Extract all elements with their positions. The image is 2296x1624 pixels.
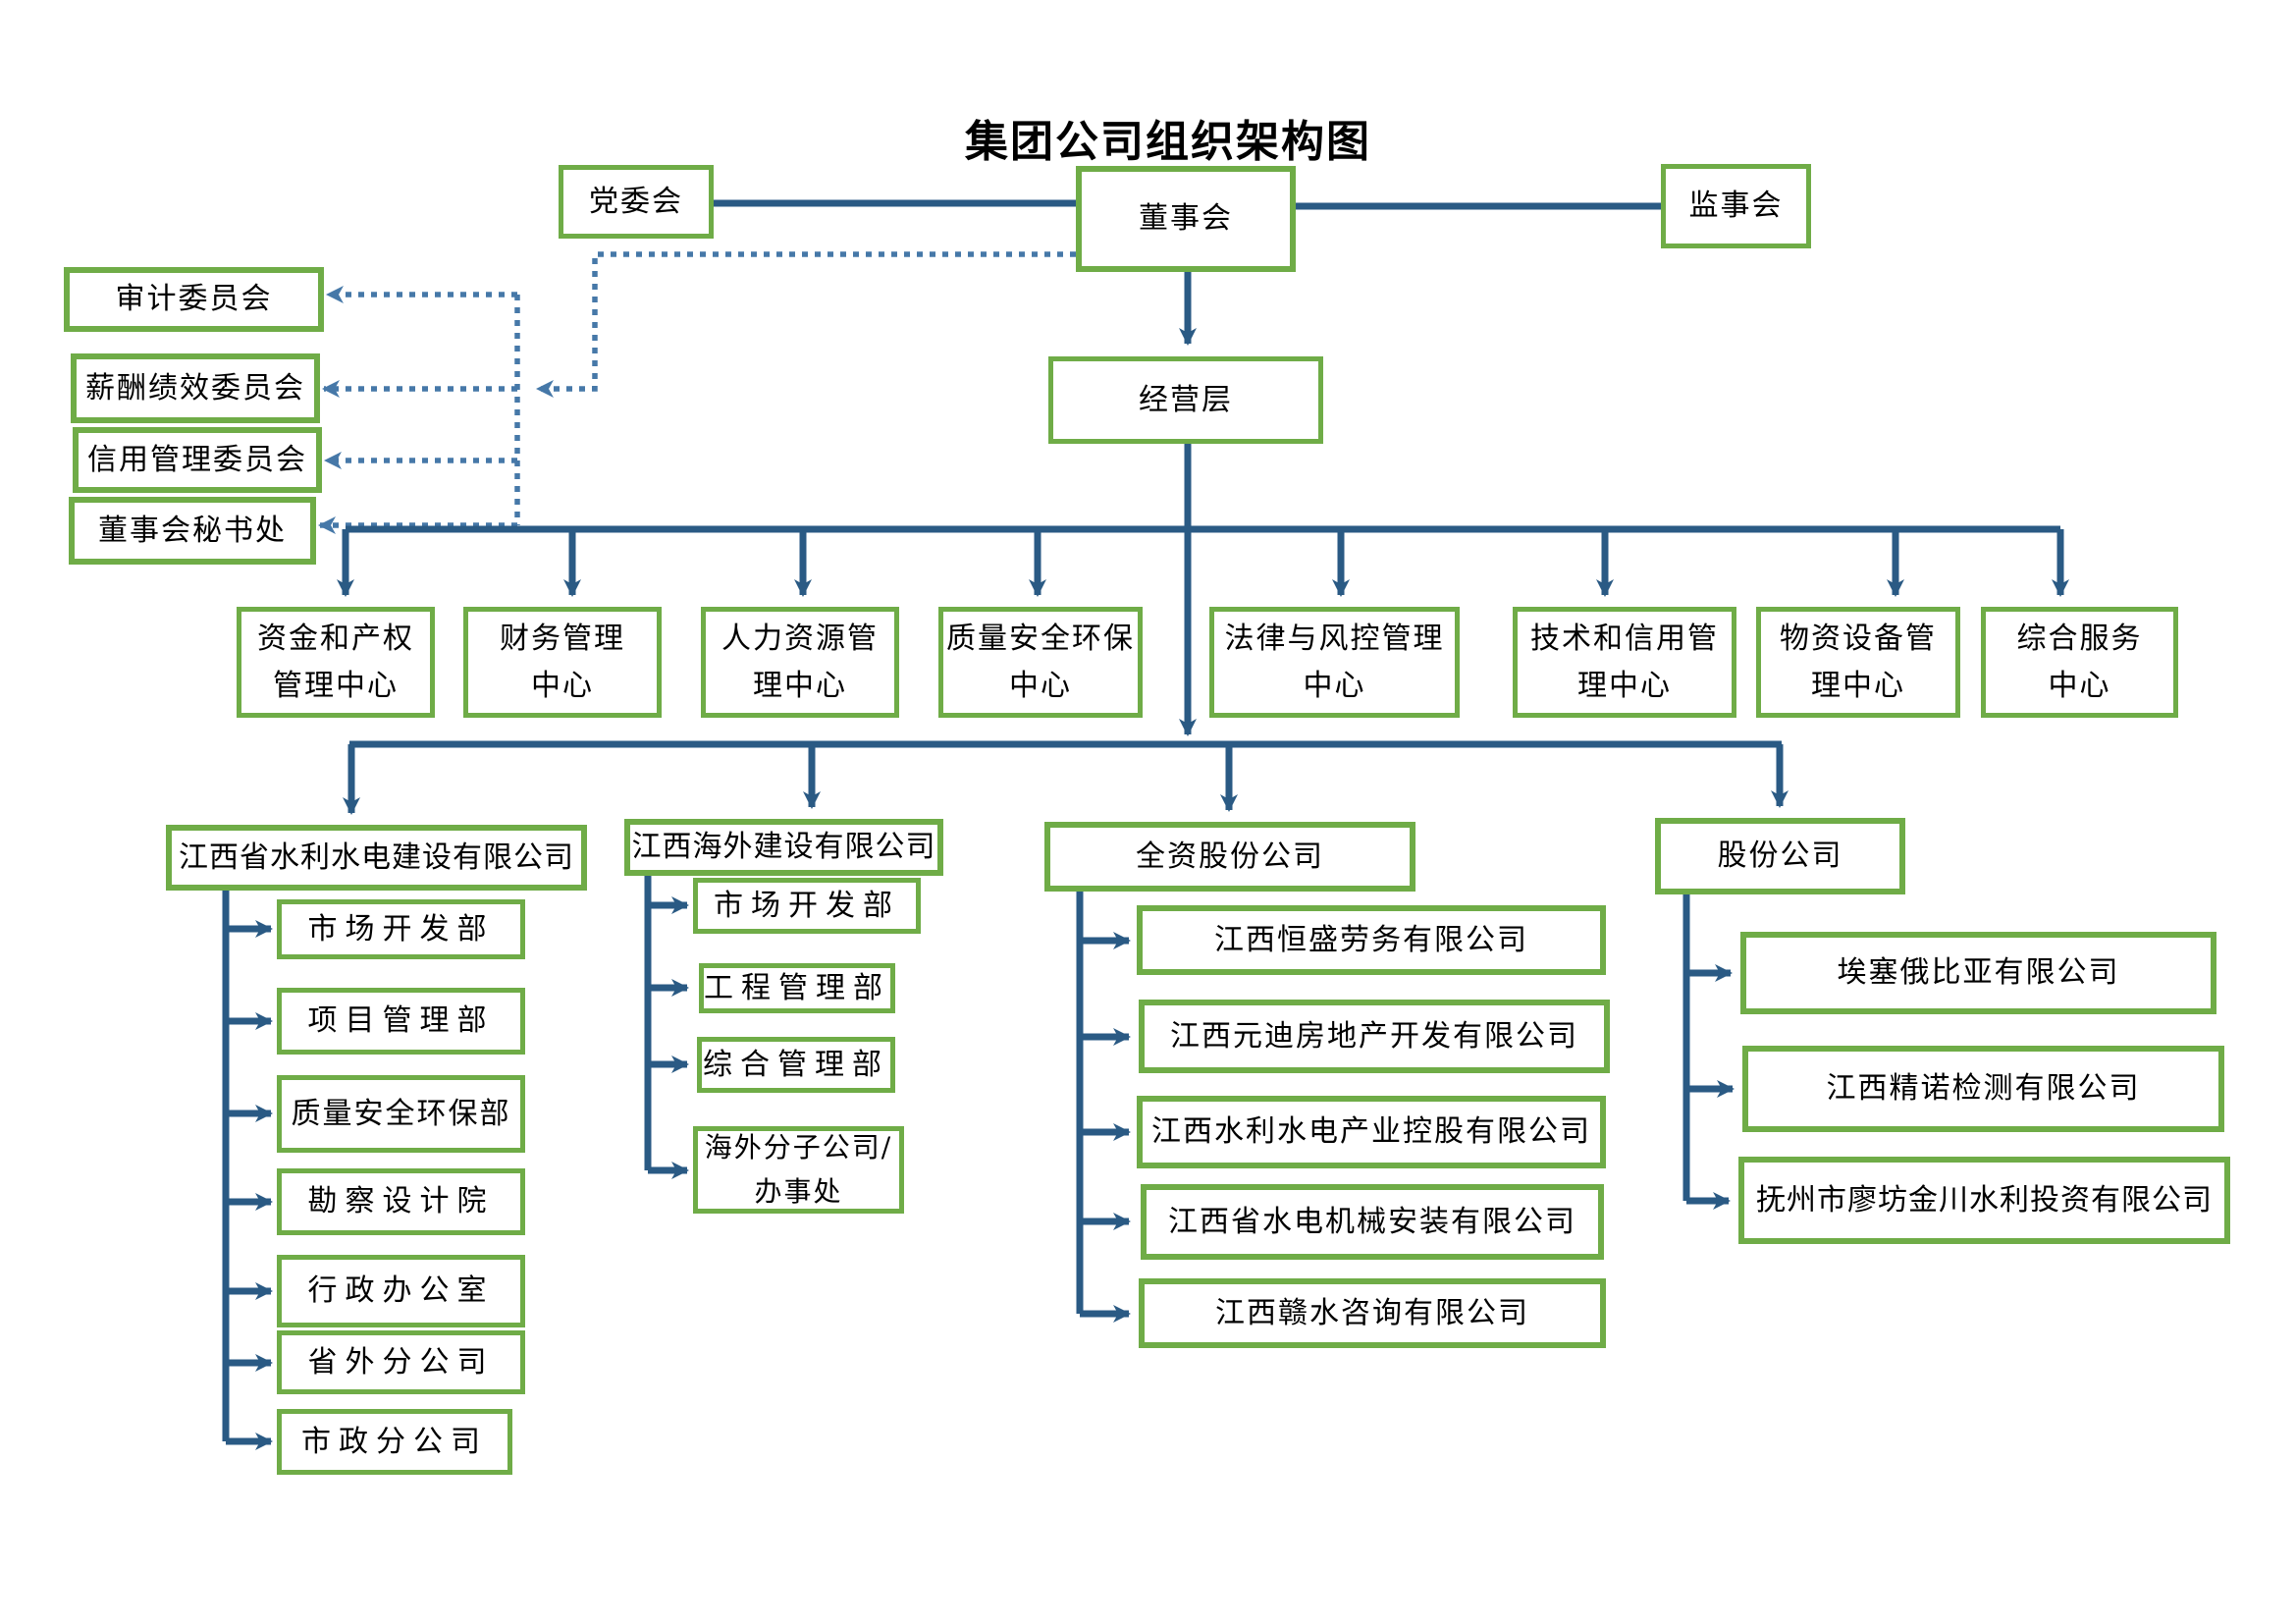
node-board-of-directors: 董事会 (1076, 166, 1296, 272)
node-dept-market-development-1: 市场开发部 (277, 899, 525, 959)
node-company-ganshui-consulting: 江西赣水咨询有限公司 (1139, 1278, 1606, 1348)
node-label: 人力资源管 (721, 621, 879, 656)
node-credit-management-committee: 信用管理委员会 (73, 427, 322, 493)
node-label: 质量安全环保部 (291, 1096, 511, 1131)
node-label: 江西赣水咨询有限公司 (1215, 1295, 1529, 1330)
node-dept-market-development-2: 市场开发部 (693, 878, 921, 934)
node-center-legal-risk-control: 法律与风控管理 中心 (1209, 607, 1460, 718)
node-dept-project-management: 项目管理部 (277, 988, 525, 1055)
node-label: 海外分子公司/ (704, 1130, 893, 1164)
node-label: 江西元迪房地产开发有限公司 (1170, 1018, 1578, 1054)
node-dept-quality-safety-environment: 质量安全环保部 (277, 1075, 525, 1153)
node-label: 江西省水利水电建设有限公司 (179, 839, 574, 875)
node-label: 资金和产权 (257, 621, 414, 656)
node-label: 董事会秘书处 (98, 513, 287, 548)
node-subsidiary-water-conservancy-construction: 江西省水利水电建设有限公司 (166, 825, 587, 891)
node-label: 法律与风控管理 (1224, 621, 1445, 656)
node-center-technology-credit: 技术和信用管 理中心 (1513, 607, 1736, 718)
node-label: 工程管理部 (704, 970, 890, 1005)
node-label: 江西海外建设有限公司 (631, 830, 936, 864)
node-label: 江西省水电机械安装有限公司 (1168, 1204, 1576, 1239)
node-company-hengsheng-labor: 江西恒盛劳务有限公司 (1137, 905, 1606, 975)
node-label: 市政分公司 (301, 1424, 488, 1459)
node-label: 监事会 (1688, 189, 1784, 223)
node-subsidiary-shareholding-companies: 股份公司 (1655, 818, 1905, 894)
chart-title: 集团公司组织架构图 (965, 117, 1371, 167)
node-label: 行政办公室 (307, 1273, 495, 1308)
node-label: 江西精诺检测有限公司 (1826, 1071, 2141, 1106)
node-label: 项目管理部 (307, 1003, 495, 1038)
node-compensation-performance-committee: 薪酬绩效委员会 (71, 353, 320, 423)
node-center-finance: 财务管理 中心 (463, 607, 662, 718)
node-center-human-resources: 人力资源管 理中心 (701, 607, 899, 718)
node-management-level: 经营层 (1048, 356, 1323, 444)
node-supervisory-board: 监事会 (1661, 164, 1811, 248)
node-center-materials-equipment: 物资设备管 理中心 (1756, 607, 1960, 718)
node-label: 董事会 (1139, 201, 1233, 236)
node-label: 办事处 (754, 1174, 843, 1208)
node-label: 物资设备管 (1780, 621, 1937, 656)
node-dept-out-of-province-branch: 省外分公司 (277, 1330, 525, 1394)
node-label: 中心 (531, 668, 594, 703)
node-dept-general-management: 综合管理部 (697, 1037, 895, 1093)
node-label: 理中心 (1577, 668, 1672, 703)
node-label: 薪酬绩效委员会 (85, 370, 305, 406)
node-company-mechanical-installation: 江西省水电机械安装有限公司 (1141, 1184, 1604, 1260)
node-label: 审计委员会 (115, 282, 273, 316)
node-label: 市场开发部 (714, 888, 900, 923)
node-center-capital-property: 资金和产权 管理中心 (237, 607, 435, 718)
node-dept-overseas-branches-offices: 海外分子公司/ 办事处 (693, 1126, 904, 1214)
node-dept-administrative-office: 行政办公室 (277, 1255, 525, 1327)
node-dept-municipal-branch: 市政分公司 (277, 1409, 512, 1475)
node-label: 综合服务 (2016, 621, 2143, 656)
node-label: 勘察设计院 (307, 1184, 495, 1218)
node-label: 中心 (1303, 668, 1366, 703)
node-subsidiary-wholly-owned-companies: 全资股份公司 (1044, 822, 1415, 892)
node-label: 抚州市廖坊金川水利投资有限公司 (1756, 1182, 2213, 1218)
node-company-industry-holding: 江西水利水电产业控股有限公司 (1137, 1096, 1606, 1168)
node-dept-survey-design-institute: 勘察设计院 (277, 1168, 525, 1235)
node-company-ethiopia: 埃塞俄比亚有限公司 (1740, 932, 2216, 1014)
node-label: 理中心 (753, 668, 847, 703)
node-label: 市场开发部 (307, 911, 495, 947)
node-center-general-services: 综合服务 中心 (1981, 607, 2178, 718)
node-label: 埃塞俄比亚有限公司 (1837, 955, 2120, 990)
node-company-yuandi-real-estate: 江西元迪房地产开发有限公司 (1139, 1000, 1610, 1073)
node-label: 中心 (2048, 668, 2111, 703)
node-board-secretariat: 董事会秘书处 (69, 497, 316, 565)
node-label: 理中心 (1811, 668, 1905, 703)
node-label: 股份公司 (1717, 839, 1843, 873)
node-company-liaofang-jinchuan-investment: 抚州市廖坊金川水利投资有限公司 (1738, 1157, 2230, 1244)
node-label: 财务管理 (500, 621, 625, 656)
node-label: 中心 (1009, 668, 1072, 703)
node-subsidiary-overseas-construction: 江西海外建设有限公司 (624, 819, 943, 876)
node-label: 党委会 (589, 184, 683, 219)
node-label: 信用管理委员会 (87, 442, 307, 477)
node-party-committee: 党委会 (559, 165, 714, 239)
node-label: 综合管理部 (703, 1047, 889, 1082)
node-label: 江西恒盛劳务有限公司 (1214, 922, 1528, 957)
node-label: 江西水利水电产业控股有限公司 (1151, 1114, 1591, 1149)
node-label: 省外分公司 (307, 1344, 495, 1380)
node-label: 质量安全环保 (946, 621, 1135, 656)
node-dept-engineering-management: 工程管理部 (699, 963, 895, 1013)
node-audit-committee: 审计委员会 (64, 267, 324, 332)
node-label: 管理中心 (273, 668, 399, 703)
node-label: 经营层 (1139, 382, 1233, 417)
node-center-quality-safety-environment: 质量安全环保 中心 (938, 607, 1143, 718)
node-label: 全资股份公司 (1136, 839, 1324, 874)
node-label: 技术和信用管 (1530, 621, 1719, 656)
node-company-jingnuo-testing: 江西精诺检测有限公司 (1742, 1046, 2224, 1132)
